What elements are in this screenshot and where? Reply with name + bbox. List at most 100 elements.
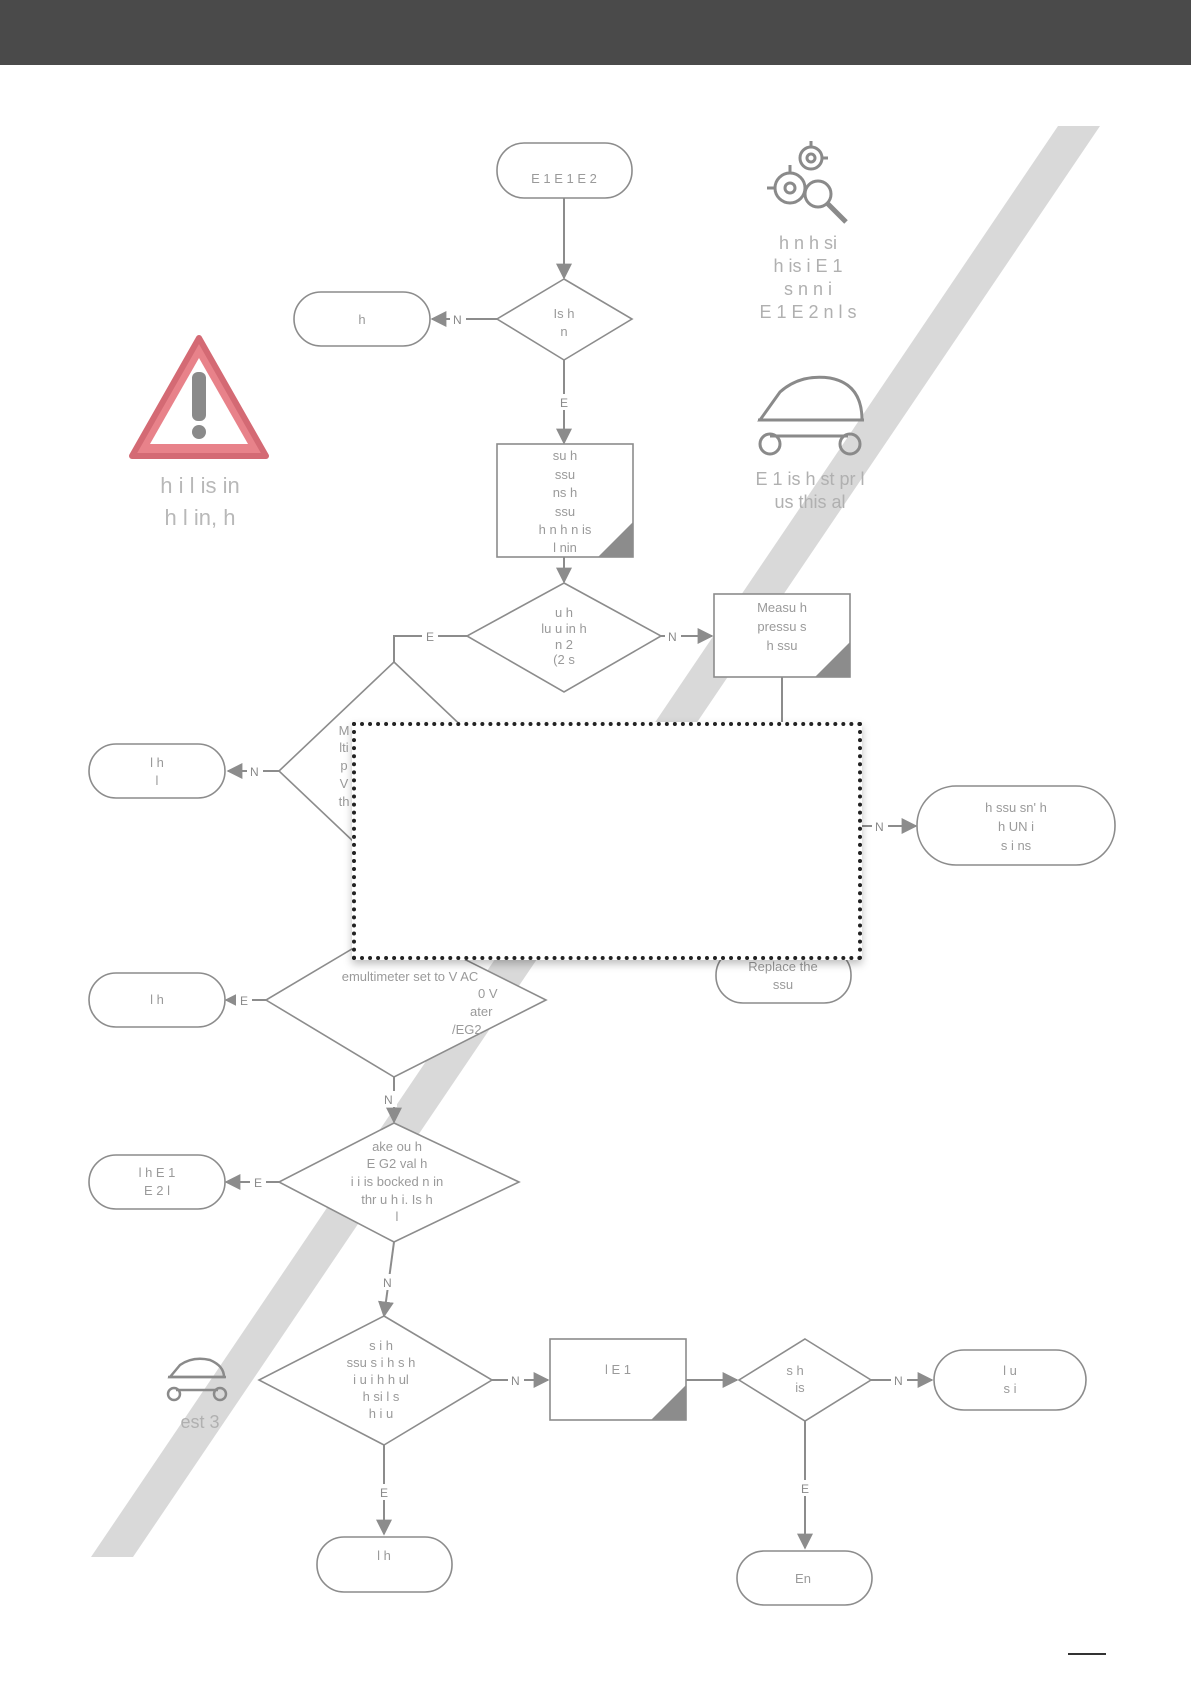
- edge-label-yes: E: [801, 1482, 809, 1496]
- helmet-note-line: E 1 is h st pr l: [755, 469, 864, 489]
- decision-q3-line: V: [340, 776, 349, 791]
- process-measure2-line: Measu h: [757, 600, 807, 615]
- terminal-right1: h ssu sn' h h UN i s i ns: [916, 785, 1116, 866]
- process-measure1-line: ssu: [555, 504, 575, 519]
- process-box-mid-line: l E 1: [605, 1362, 631, 1377]
- terminal-left2-line: l h: [150, 755, 164, 770]
- process-measure2: Measu h pressu s h ssu: [713, 593, 851, 678]
- terminal-replace-line: ssu: [773, 977, 793, 992]
- page-rule: [1068, 1653, 1106, 1655]
- terminal-right2-line: s i: [1004, 1381, 1017, 1396]
- terminal-left3-line: l h: [150, 992, 164, 1007]
- terminal-left2-line: l: [156, 773, 159, 788]
- terminal-bottom-left-line: l h: [377, 1548, 391, 1563]
- terminal-right1-line: s i ns: [1001, 838, 1032, 853]
- decision-q4: emultimeter set to V AC 0 V ater /EG2: [264, 923, 548, 1078]
- terminal-replace-line: Replace the: [748, 959, 817, 974]
- edge-label-yes: E: [380, 1486, 388, 1500]
- decision-q2: u h lu u in h n 2 (2 s: [465, 582, 663, 693]
- terminal-left1-line: h: [358, 312, 365, 327]
- decision-q6-line: h si l s: [363, 1389, 400, 1404]
- terminal-right2-line: l u: [1003, 1363, 1017, 1378]
- edge-label-no: N: [894, 1374, 903, 1388]
- warning-note-line: h i l is in: [160, 473, 239, 498]
- helmet-wrench-icon: [757, 375, 864, 456]
- edge-label-no: N: [511, 1374, 520, 1388]
- edge-label-no: N: [383, 1276, 392, 1290]
- decision-q5-line: thr u h i. Is h: [361, 1192, 433, 1207]
- decision-q5-line: i i is bocked n in: [351, 1174, 444, 1189]
- decision-q3-line: th: [339, 794, 350, 809]
- terminal-left2: l h l: [88, 743, 226, 799]
- terminal-right1-line: h UN i: [998, 819, 1034, 834]
- decision-q7-line: s h: [786, 1363, 803, 1378]
- edge-label-yes: E: [254, 1176, 262, 1190]
- helmet-note-line: us this al: [774, 492, 845, 512]
- tools-note-line: h n h si: [779, 233, 837, 253]
- terminal-left4: l h E 1 E 2 l: [88, 1154, 226, 1210]
- decision-q4-line: ater: [470, 1004, 493, 1019]
- edge-label-yes: E: [560, 396, 568, 410]
- process-measure1-line: ssu: [555, 467, 575, 482]
- decision-q6-line: h i u: [369, 1406, 394, 1421]
- decision-q6: s i h ssu s i h s h i u i h h ul h si l …: [257, 1315, 494, 1446]
- terminal-right1-line: h ssu sn' h: [985, 800, 1047, 815]
- end-node-label: En: [795, 1571, 811, 1586]
- start-node-line: E 1 E 1 E 2: [531, 171, 597, 186]
- decision-q2-line: (2 s: [553, 652, 575, 667]
- process-measure2-line: pressu s: [757, 619, 807, 634]
- warning-triangle-icon: [129, 335, 269, 459]
- process-measure1-line: ns h: [553, 485, 578, 500]
- process-measure1: su h ssu ns h ssu h n h n is l nin: [496, 443, 634, 558]
- decision-q3-line: p: [340, 758, 347, 773]
- tools-note: h n h si h is i E 1 s n n i E 1 E 2 n l …: [759, 233, 856, 322]
- edge-label-yes: E: [426, 630, 434, 644]
- test-label: est 3: [180, 1412, 219, 1432]
- start-node: E 1 E 1 E 2: [496, 142, 633, 199]
- decision-q4-line: 0 V: [478, 986, 498, 1001]
- terminal-replace: Replace the ssu: [715, 947, 852, 1004]
- decision-q2-line: lu u in h: [541, 621, 587, 636]
- decision-q3-line: lti: [339, 740, 349, 755]
- terminal-left3: l h: [88, 972, 226, 1028]
- decision-q7-line: is: [795, 1380, 805, 1395]
- terminal-bottom-left: l h: [316, 1536, 453, 1593]
- terminal-left4-line: E 2 l: [144, 1183, 170, 1198]
- process-measure1-line: h n h n is: [539, 522, 592, 537]
- decision-q5-line: E G2 val h: [367, 1156, 428, 1171]
- edge-label-no: N: [384, 1093, 393, 1107]
- terminal-left4-line: l h E 1: [139, 1165, 176, 1180]
- process-measure1-line: l nin: [553, 540, 577, 555]
- decision-q5-line: ake ou h: [372, 1139, 422, 1154]
- decision-q1: Is h n: [495, 278, 634, 361]
- overlay-box: [352, 722, 862, 960]
- decision-q5: ake ou h E G2 val h i i is bocked n in t…: [277, 1122, 521, 1243]
- helmet-note: E 1 is h st pr l us this al: [755, 469, 864, 512]
- decision-q6-line: ssu s i h s h: [347, 1355, 416, 1370]
- warning-note: h i l is in h l in, h: [160, 473, 239, 530]
- decision-q3-line: M: [339, 723, 350, 738]
- tools-note-line: E 1 E 2 n l s: [759, 302, 856, 322]
- decision-q1-line: n: [560, 324, 567, 339]
- end-node: En: [736, 1550, 873, 1606]
- edge-label-no: N: [453, 313, 462, 327]
- decision-q6-line: i u i h h ul: [353, 1372, 409, 1387]
- terminal-right2: l u s i: [933, 1349, 1087, 1411]
- decision-q2-line: u h: [555, 605, 573, 620]
- process-measure1-line: su h: [553, 448, 578, 463]
- edge-label-no: N: [250, 765, 259, 779]
- gears-magnifier-icon: [767, 141, 848, 224]
- decision-q7: s h is: [737, 1338, 873, 1422]
- decision-q2-line: n 2: [555, 637, 573, 652]
- edge-label-yes: E: [240, 994, 248, 1008]
- header-bar: [0, 0, 1191, 65]
- tools-note-line: s n n i: [784, 279, 832, 299]
- decision-q4-line: /EG2: [452, 1022, 482, 1037]
- decision-q4-line: emultimeter set to V AC: [342, 969, 479, 984]
- helmet-wrench-icon: [166, 1357, 228, 1402]
- tools-note-line: h is i E 1: [773, 256, 842, 276]
- terminal-left1: h: [293, 291, 431, 347]
- decision-q6-line: s i h: [369, 1338, 393, 1353]
- process-measure2-line: h ssu: [766, 638, 797, 653]
- process-box-mid: l E 1: [549, 1338, 687, 1421]
